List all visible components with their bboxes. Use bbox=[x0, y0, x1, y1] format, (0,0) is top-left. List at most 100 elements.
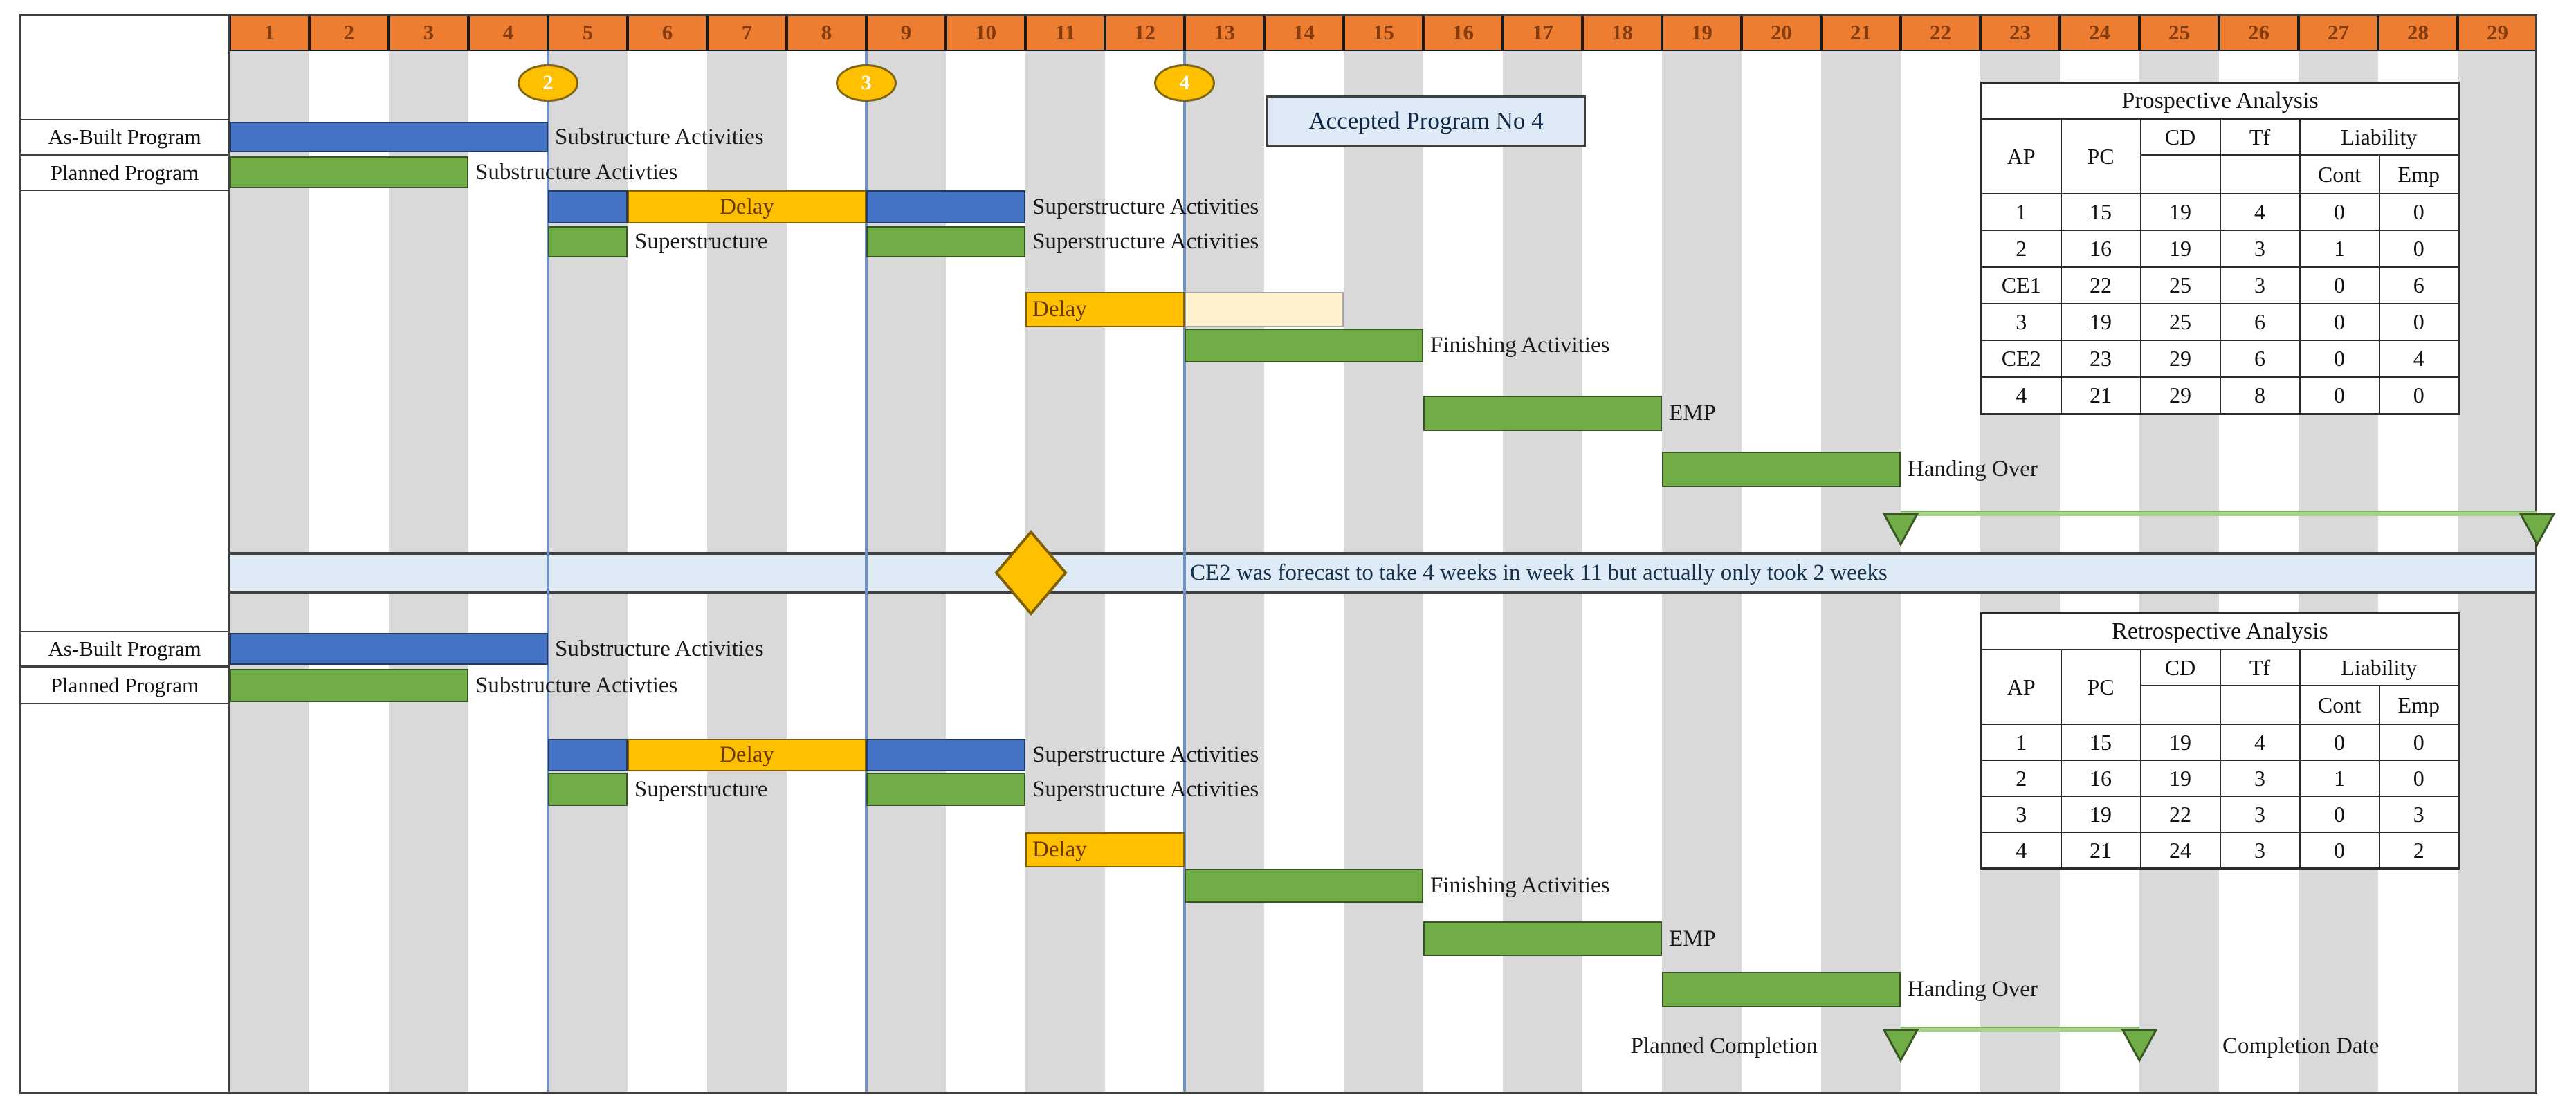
week-header-cell: 4 bbox=[468, 14, 548, 51]
bar-superstructure-planned-1 bbox=[548, 226, 628, 257]
bar-superstructure-planned-2 bbox=[866, 226, 1025, 257]
bar-label-superstructure-planned-2: Superstructure Activities bbox=[1032, 776, 1259, 802]
completion-span-line bbox=[1901, 511, 2537, 516]
table-cell: 0 bbox=[2299, 303, 2380, 341]
table-cell: 6 bbox=[2378, 266, 2460, 304]
table-cell: 25 bbox=[2139, 303, 2221, 341]
event-band: CE2 was forecast to take 4 weeks in week… bbox=[230, 552, 2537, 594]
milestone-line-2 bbox=[547, 51, 549, 1094]
table-cell: 1 bbox=[1980, 724, 2062, 761]
table-cell: 22 bbox=[2139, 796, 2221, 833]
completion-marker-icon bbox=[2121, 1029, 2158, 1063]
bar-superstructure-planned-1 bbox=[548, 773, 628, 806]
milestone-badge-2: 2 bbox=[518, 64, 578, 102]
milestone-line-4 bbox=[1183, 51, 1186, 1094]
table-cell: CE2 bbox=[1980, 340, 2062, 378]
col-header-cont: Cont bbox=[2299, 685, 2380, 725]
bar-label-finishing: Finishing Activities bbox=[1430, 333, 1610, 358]
table-cell: 3 bbox=[1980, 796, 2062, 833]
table-cell: 16 bbox=[2060, 230, 2141, 268]
bar-handing-over bbox=[1662, 972, 1901, 1007]
bar-superstructure-asbuilt-2 bbox=[866, 739, 1025, 771]
table-cell: 0 bbox=[2378, 193, 2460, 231]
table-cell: 22 bbox=[2060, 266, 2141, 304]
table-cell: 0 bbox=[2378, 376, 2460, 415]
completion-marker-icon bbox=[1882, 1029, 1919, 1063]
bar-label-superstructure-asbuilt-2: Superstructure Activities bbox=[1032, 194, 1259, 219]
table-cell: 3 bbox=[2219, 832, 2301, 870]
bar-label-handing-over: Handing Over bbox=[1908, 457, 2038, 481]
program-label-planned: Planned Program bbox=[19, 155, 230, 191]
bar-label-superstructure-planned-2: Superstructure Activities bbox=[1032, 229, 1259, 254]
week-header-cell: 15 bbox=[1344, 14, 1423, 51]
table-cell: 23 bbox=[2060, 340, 2141, 378]
col-header-ap: AP bbox=[1980, 649, 2062, 725]
col-header-tf-sub bbox=[2219, 685, 2301, 725]
table-cell: 24 bbox=[2139, 832, 2221, 870]
table-cell: 0 bbox=[2299, 796, 2380, 833]
bar-label-superstructure-planned-1: Superstructure bbox=[634, 776, 768, 802]
bar-label-substructure-asbuilt: Substructure Activities bbox=[555, 636, 764, 661]
week-header-cell: 3 bbox=[389, 14, 468, 51]
bar-label-handing-over: Handing Over bbox=[1908, 977, 2038, 1002]
table-cell: 0 bbox=[2378, 303, 2460, 341]
table-cell: 4 bbox=[1980, 376, 2062, 415]
week-header-cell: 13 bbox=[1185, 14, 1264, 51]
table-cell: 1 bbox=[2299, 760, 2380, 797]
table-cell: 2 bbox=[1980, 760, 2062, 797]
table-cell: 0 bbox=[2299, 193, 2380, 231]
bar-finishing bbox=[1185, 869, 1423, 903]
bar-substructure-planned bbox=[230, 669, 468, 702]
bar-label-emp: EMP bbox=[1669, 926, 1716, 951]
completion-marker-icon bbox=[2519, 513, 2556, 547]
program-label-asbuilt: As-Built Program bbox=[19, 119, 230, 155]
table-cell: 15 bbox=[2060, 193, 2141, 231]
table-cell: 25 bbox=[2139, 266, 2221, 304]
program-label-planned: Planned Program bbox=[19, 667, 230, 704]
table-cell: 16 bbox=[2060, 760, 2141, 797]
table-cell: 0 bbox=[2378, 230, 2460, 268]
table-cell: 19 bbox=[2139, 230, 2221, 268]
col-header-emp: Emp bbox=[2378, 685, 2460, 725]
completion-span-line bbox=[1901, 1027, 2139, 1032]
week-header-cell: 2 bbox=[309, 14, 389, 51]
col-header-cd: CD bbox=[2139, 649, 2221, 686]
bar-label-ce2-delay: Delay bbox=[1032, 297, 1087, 322]
table-cell: 3 bbox=[1980, 303, 2062, 341]
bar-substructure-planned bbox=[230, 156, 468, 188]
col-header-ap: AP bbox=[1980, 118, 2062, 194]
col-header-cd: CD bbox=[2139, 118, 2221, 156]
bar-finishing bbox=[1185, 329, 1423, 362]
completion-marker-icon bbox=[1882, 513, 1919, 547]
week-header-cell: 16 bbox=[1423, 14, 1503, 51]
table-cell: 1 bbox=[2299, 230, 2380, 268]
bar-superstructure-delay: Delay bbox=[628, 190, 866, 223]
col-header-tf: Tf bbox=[2219, 118, 2301, 156]
bar-label-emp: EMP bbox=[1669, 401, 1716, 425]
week-header-cell: 1 bbox=[230, 14, 309, 51]
bar-label-finishing: Finishing Activities bbox=[1430, 873, 1610, 898]
table-cell: 0 bbox=[2299, 724, 2380, 761]
program-label-asbuilt: As-Built Program bbox=[19, 631, 230, 667]
week-header-cell: 9 bbox=[866, 14, 946, 51]
bar-label-substructure-planned: Substructure Activties bbox=[475, 672, 678, 698]
bar-ce2-forecast bbox=[1185, 292, 1344, 327]
col-header-pc: PC bbox=[2060, 649, 2141, 725]
table-cell: 0 bbox=[2378, 724, 2460, 761]
bar-substructure-asbuilt bbox=[230, 122, 548, 152]
col-header-pc: PC bbox=[2060, 118, 2141, 194]
table-cell: 0 bbox=[2299, 340, 2380, 378]
table-cell: 19 bbox=[2060, 303, 2141, 341]
event-band-text: CE2 was forecast to take 4 weeks in week… bbox=[1190, 560, 1888, 585]
col-header-emp: Emp bbox=[2378, 154, 2460, 194]
bar-label-superstructure-planned-1: Superstructure bbox=[634, 229, 768, 254]
table-cell: 3 bbox=[2219, 266, 2301, 304]
col-header-cd-sub bbox=[2139, 154, 2221, 194]
bar-emp bbox=[1423, 396, 1662, 431]
